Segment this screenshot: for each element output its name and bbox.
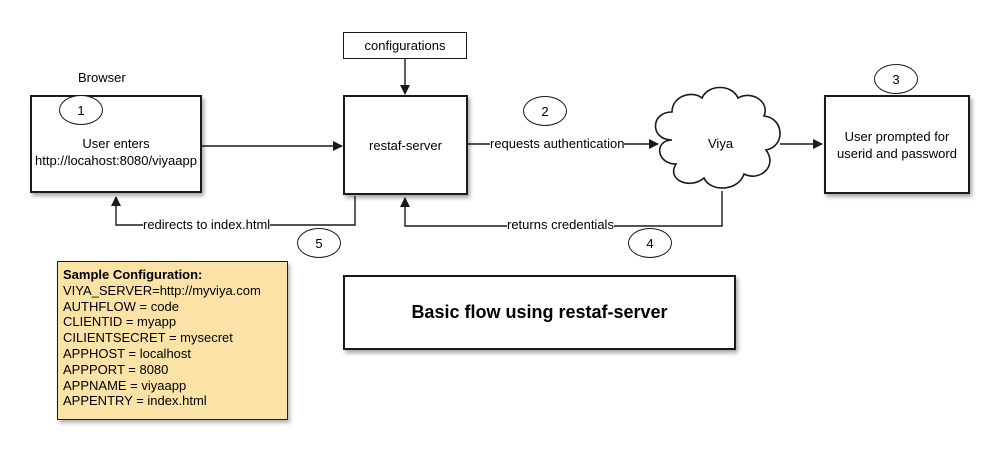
configurations-label: configurations <box>364 38 446 53</box>
config-line: CILIENTSECRET = mysecret <box>63 330 233 346</box>
edge-label-redirects: redirects to index.html <box>143 217 271 232</box>
step-2-circle: 2 <box>523 96 567 126</box>
config-line: CLIENTID = myapp <box>63 314 177 330</box>
step-5-number: 5 <box>315 235 323 251</box>
config-line: AUTHFLOW = code <box>63 298 179 314</box>
configurations-box: configurations <box>343 32 467 59</box>
sample-configuration-note: Sample Configuration: VIYA_SERVER=http:/… <box>57 261 288 420</box>
config-line: APPENTRY = index.html <box>63 393 207 409</box>
config-line: APPHOST = localhost <box>63 345 192 361</box>
browser-text-line2: http://locahost:8080/viyaapp <box>35 153 197 168</box>
step-4-number: 4 <box>646 235 654 251</box>
config-line: APPNAME = viyaapp <box>63 377 187 393</box>
config-line: VIYA_SERVER=http://myviya.com <box>63 282 261 298</box>
config-line: APPPORT = 8080 <box>63 361 169 377</box>
prompt-text-line1: User prompted for <box>844 128 950 144</box>
diagram-title-box: Basic flow using restaf-server <box>343 275 736 350</box>
prompt-text-line2: userid and password <box>837 145 957 161</box>
step-2-number: 2 <box>541 103 549 119</box>
step-3-number: 3 <box>892 71 900 87</box>
restaf-server-box: restaf-server <box>343 95 468 195</box>
step-1-number: 1 <box>77 102 85 118</box>
step-3-circle: 3 <box>874 64 918 94</box>
viya-label: Viya <box>708 136 734 151</box>
diagram-title: Basic flow using restaf-server <box>411 302 668 322</box>
config-heading: Sample Configuration: <box>63 267 203 282</box>
restaf-server-label: restaf-server <box>369 137 442 153</box>
step-4-circle: 4 <box>628 228 672 258</box>
step-1-circle: 1 <box>59 95 103 125</box>
browser-box: User enters http://locahost:8080/viyaapp <box>30 95 202 193</box>
viya-cloud-shape <box>654 86 781 189</box>
edge-label-requests-authentication: requests authentication <box>490 136 625 151</box>
browser-text-line1: User enters <box>82 136 150 151</box>
browser-label: Browser <box>78 70 126 85</box>
step-5-circle: 5 <box>297 228 341 258</box>
user-prompt-box: User prompted for userid and password <box>824 95 970 194</box>
edge-label-returns-credentials: returns credentials <box>507 217 614 232</box>
